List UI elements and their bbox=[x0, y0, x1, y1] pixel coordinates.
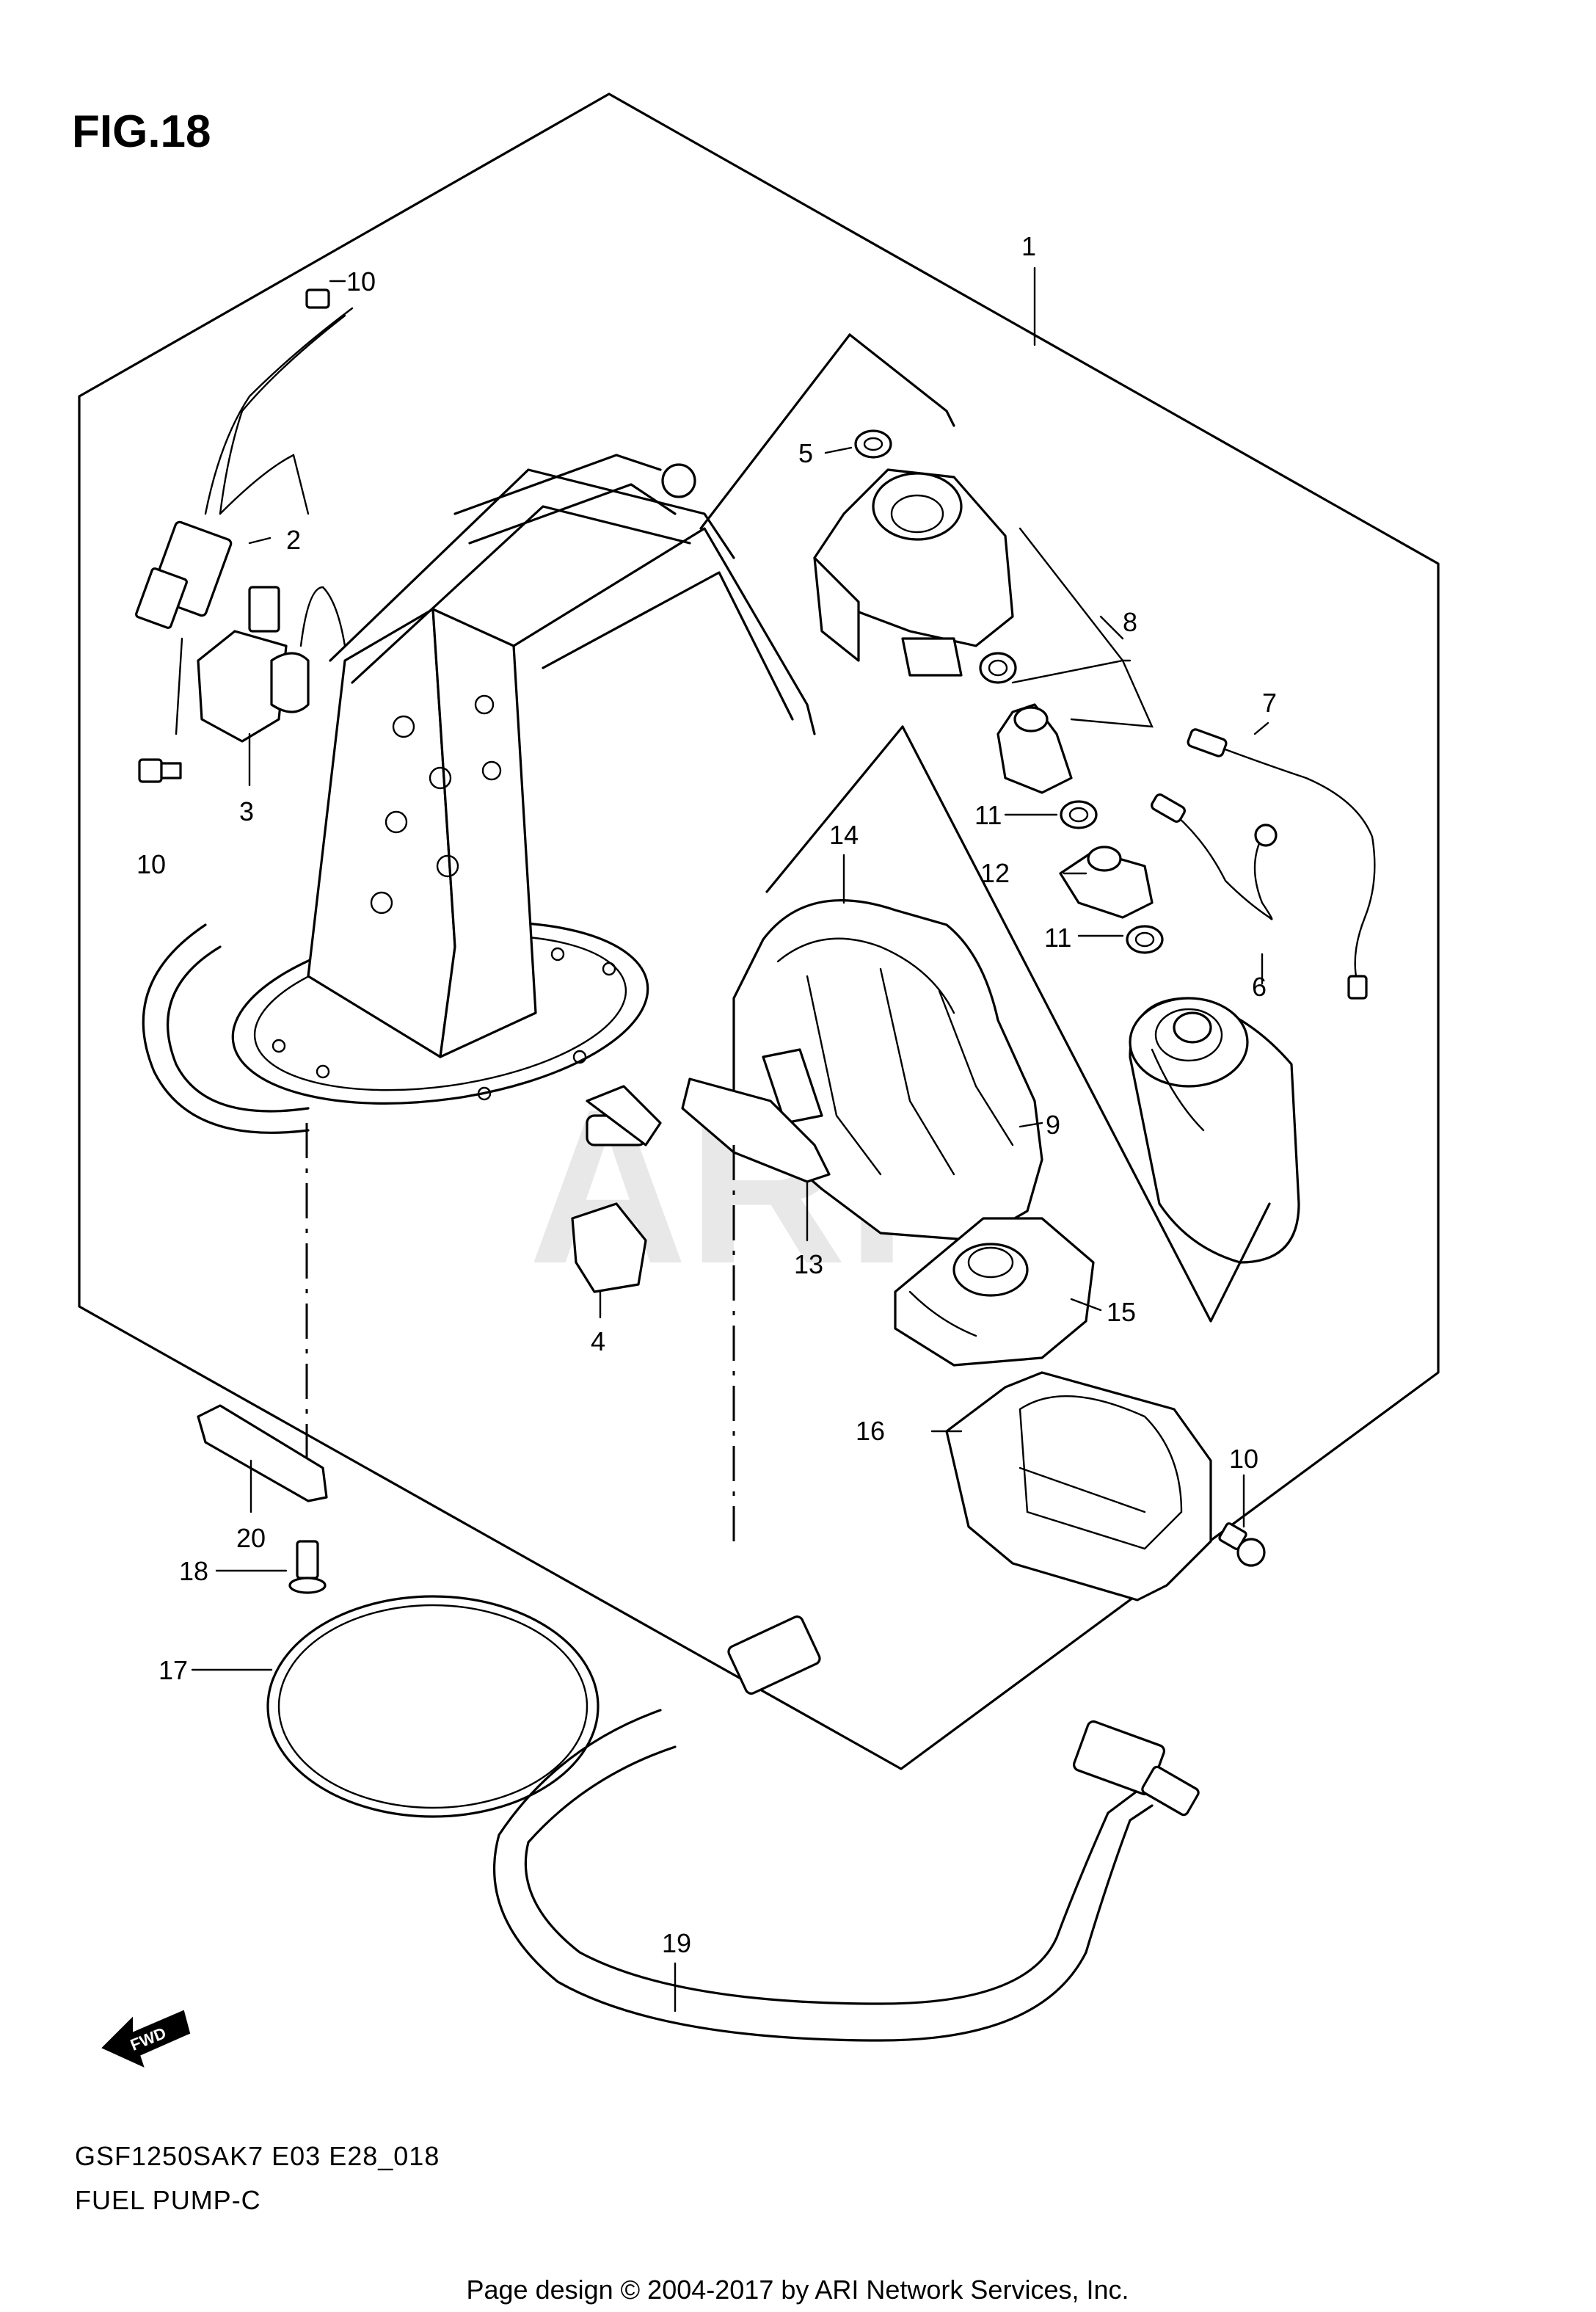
callout-leaders bbox=[191, 266, 1269, 2013]
callout-8: 8 bbox=[1123, 607, 1137, 637]
model-code: GSF1250SAK7 E03 E28_018 bbox=[75, 2141, 440, 2171]
callout-15: 15 bbox=[1107, 1297, 1136, 1327]
forward-direction-arrow: FWD bbox=[101, 2010, 191, 2068]
callout-1: 1 bbox=[1021, 231, 1036, 261]
tank-o-ring bbox=[266, 1595, 600, 1818]
callout-4: 4 bbox=[591, 1326, 605, 1356]
callout-7: 7 bbox=[1262, 688, 1277, 718]
callout-10-left: 10 bbox=[136, 849, 166, 879]
regulator-parts bbox=[699, 333, 1164, 954]
callout-11-upper: 11 bbox=[974, 800, 1002, 830]
callout-14: 14 bbox=[829, 820, 859, 850]
callout-13: 13 bbox=[794, 1249, 823, 1279]
pump-holder bbox=[945, 1371, 1212, 1602]
fuel-hose bbox=[493, 1615, 1200, 2042]
assembly-outline bbox=[78, 92, 1440, 1770]
bracket-20 bbox=[197, 1404, 328, 1502]
callout-18: 18 bbox=[179, 1556, 208, 1586]
bolt-18 bbox=[288, 1540, 327, 1594]
callout-labels: 1 2 3 4 5 6 7 8 9 10 10 10 11 11 12 13 1… bbox=[136, 231, 1277, 1958]
callout-6: 6 bbox=[1252, 972, 1267, 1002]
callout-11-lower: 11 bbox=[1044, 923, 1071, 953]
callout-17: 17 bbox=[158, 1655, 188, 1685]
part-13 bbox=[681, 1077, 831, 1183]
pump-motor bbox=[1129, 728, 1376, 1264]
pump-group-outline-left bbox=[765, 725, 904, 893]
pump-bracket-assembly bbox=[142, 454, 816, 1146]
figure-label: FIG.18 bbox=[72, 106, 211, 157]
callout-3: 3 bbox=[239, 796, 254, 826]
callout-12: 12 bbox=[980, 858, 1010, 888]
callout-9: 9 bbox=[1046, 1110, 1060, 1140]
bolt-right bbox=[1218, 1522, 1266, 1567]
filter-cap bbox=[894, 1217, 1095, 1367]
copyright-footer: Page design © 2004-2017 by ARI Network S… bbox=[466, 2275, 1129, 2305]
wiring-harness-upper-left bbox=[135, 288, 354, 783]
part-group-title: FUEL PUMP-C bbox=[75, 2185, 261, 2215]
pump-group-outline bbox=[901, 725, 1271, 1323]
callout-20: 20 bbox=[236, 1523, 266, 1553]
callout-5: 5 bbox=[798, 438, 813, 468]
callout-10-right: 10 bbox=[1229, 1444, 1258, 1474]
callout-19: 19 bbox=[662, 1928, 691, 1958]
callout-2: 2 bbox=[286, 525, 301, 555]
grommet bbox=[571, 1202, 647, 1293]
callout-16: 16 bbox=[856, 1416, 885, 1446]
callout-10-top: 10 bbox=[346, 266, 376, 297]
